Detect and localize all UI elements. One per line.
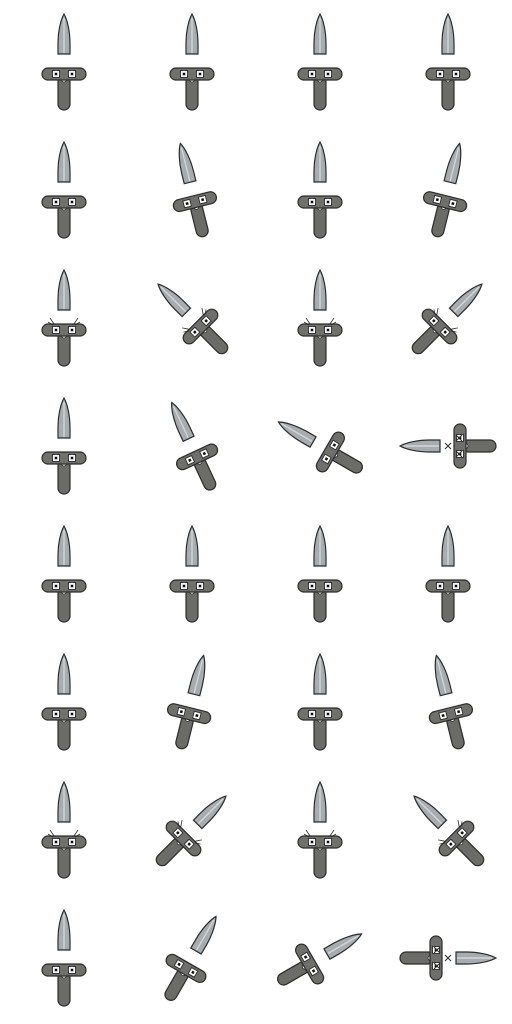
sprite-frame — [128, 768, 256, 896]
dagger-icon — [277, 421, 363, 474]
dagger-icon — [172, 142, 218, 238]
sprite-frame — [256, 256, 384, 384]
dagger-icon — [422, 142, 468, 238]
dagger-icon — [169, 524, 215, 623]
sprite-frame — [384, 128, 512, 256]
sprite-frame — [128, 128, 256, 256]
dagger-icon — [297, 652, 343, 751]
sprite-frame — [128, 256, 256, 384]
dagger-icon — [164, 915, 217, 1001]
sprite-frame — [256, 640, 384, 768]
sprite-frame — [256, 768, 384, 896]
dagger-icon — [41, 12, 87, 111]
sprite-frame — [0, 512, 128, 640]
sprite-frame — [384, 896, 512, 1024]
sprite-frame — [128, 512, 256, 640]
sprite-frame — [0, 128, 128, 256]
dagger-icon — [41, 268, 87, 367]
sprite-frame — [128, 384, 256, 512]
sprite-frame — [0, 640, 128, 768]
sprite-frame — [128, 0, 256, 128]
sprite-frame — [384, 640, 512, 768]
sprite-frame — [256, 384, 384, 512]
sprite-frame — [0, 0, 128, 128]
dagger-icon — [297, 268, 343, 367]
sprite-frame — [384, 768, 512, 896]
dagger-icon — [157, 283, 229, 355]
dagger-icon — [425, 12, 471, 111]
dagger-icon — [41, 396, 87, 495]
dagger-icon — [155, 795, 227, 867]
sprite-frame — [128, 640, 256, 768]
sprite-frame — [384, 384, 512, 512]
sprite-frame — [0, 896, 128, 1024]
sprite-frame — [256, 128, 384, 256]
dagger-icon — [41, 140, 87, 239]
dagger-icon — [277, 933, 363, 986]
dagger-icon — [428, 654, 474, 750]
dagger-icon — [41, 524, 87, 623]
sprite-frame — [0, 384, 128, 512]
sprite-frame — [256, 512, 384, 640]
sprite-frame — [384, 0, 512, 128]
sprite-frame — [384, 256, 512, 384]
dagger-icon — [166, 654, 212, 750]
dagger-icon — [169, 12, 215, 111]
dagger-icon — [41, 908, 87, 1007]
dagger-icon — [413, 795, 485, 867]
dagger-icon — [297, 780, 343, 879]
dagger-icon — [171, 401, 219, 491]
dagger-icon — [398, 423, 497, 469]
sprite-frame — [128, 896, 256, 1024]
sprite-frame — [256, 0, 384, 128]
dagger-icon — [297, 12, 343, 111]
dagger-icon — [411, 283, 483, 355]
dagger-icon — [399, 935, 498, 981]
dagger-icon — [41, 780, 87, 879]
dagger-icon — [297, 140, 343, 239]
sprite-frame — [384, 512, 512, 640]
sprite-frame — [0, 256, 128, 384]
sprite-frame — [256, 896, 384, 1024]
dagger-icon — [425, 524, 471, 623]
dagger-icon — [41, 652, 87, 751]
sprite-frame — [0, 768, 128, 896]
dagger-icon — [297, 524, 343, 623]
